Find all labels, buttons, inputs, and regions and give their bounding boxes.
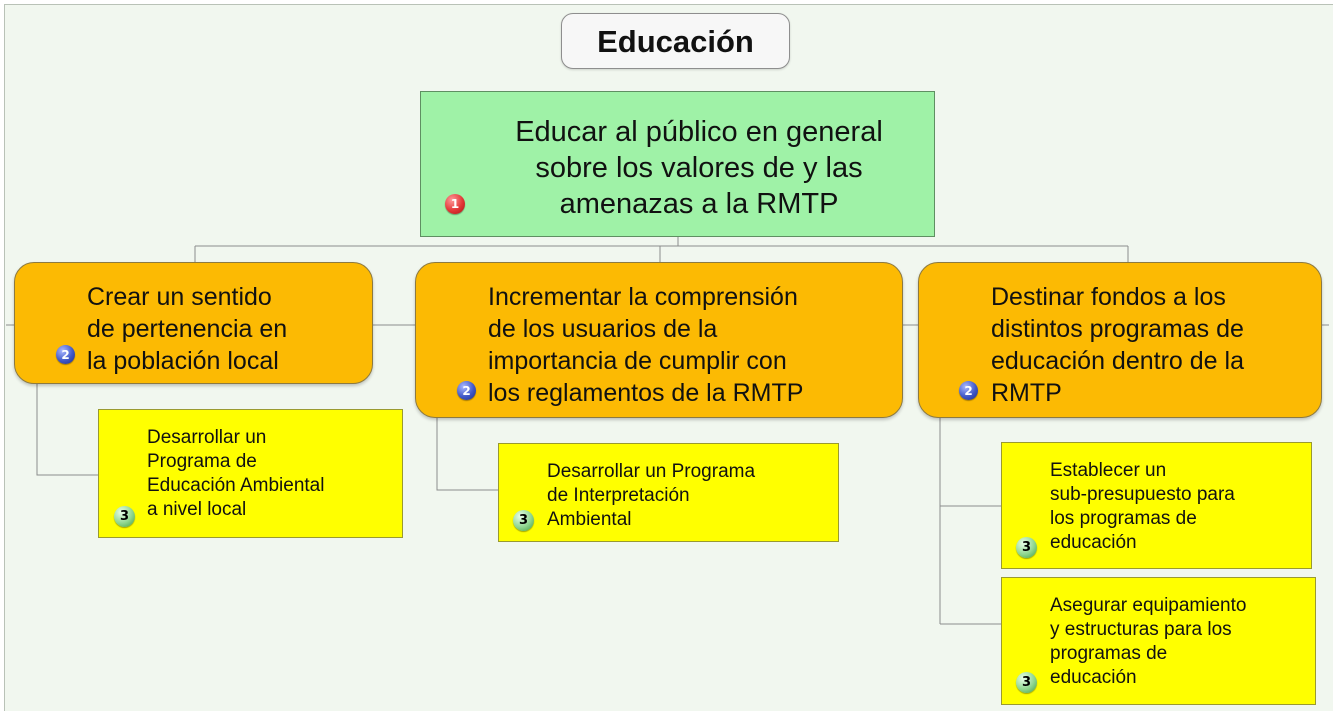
action-node[interactable]: 3 Desarrollar un Programa de Interpretac…	[498, 443, 839, 542]
connector-objective-3-to-actions	[939, 418, 1001, 625]
objective-node[interactable]: 2 Crear un sentido de pertenencia en la …	[14, 262, 373, 384]
objective-node[interactable]: 2 Destinar fondos a los distintos progra…	[918, 262, 1322, 418]
action-node[interactable]: 3 Asegurar equipamiento y estructuras pa…	[1001, 577, 1316, 705]
objective-text: Incrementar la comprensión de los usuari…	[488, 283, 804, 407]
priority-2-icon: 2	[457, 381, 476, 400]
connector-objective-2-to-action	[436, 418, 498, 491]
action-text: Establecer un sub-presupuesto para los p…	[1050, 460, 1235, 553]
map-title[interactable]: Educación	[561, 13, 790, 69]
priority-3-icon: 3	[1016, 672, 1037, 693]
objective-text: Destinar fondos a los distintos programa…	[991, 283, 1244, 407]
priority-3-icon: 3	[114, 506, 135, 527]
objective-node[interactable]: 2 Incrementar la comprensión de los usua…	[415, 262, 903, 418]
action-text: Desarrollar un Programa de Educación Amb…	[147, 427, 325, 520]
priority-1-icon: 1	[445, 194, 465, 214]
objective-text: Crear un sentido de pertenencia en la po…	[87, 283, 288, 375]
connector-main-to-objectives	[194, 237, 1129, 262]
priority-3-icon: 3	[1016, 537, 1037, 558]
action-text: Desarrollar un Programa de Interpretació…	[547, 461, 756, 530]
action-node[interactable]: 3 Establecer un sub-presupuesto para los…	[1001, 442, 1312, 569]
priority-2-icon: 2	[959, 381, 978, 400]
priority-3-icon: 3	[513, 510, 534, 531]
priority-2-icon: 2	[56, 345, 75, 364]
main-goal-node[interactable]: 1 Educar al público en general sobre los…	[420, 91, 935, 237]
main-goal-text: Educar al público en general sobre los v…	[515, 116, 883, 220]
map-title-text: Educación	[597, 24, 754, 59]
connector-objective-1-to-action	[36, 384, 98, 476]
action-node[interactable]: 3 Desarrollar un Programa de Educación A…	[98, 409, 403, 538]
action-text: Asegurar equipamiento y estructuras para…	[1050, 595, 1247, 688]
